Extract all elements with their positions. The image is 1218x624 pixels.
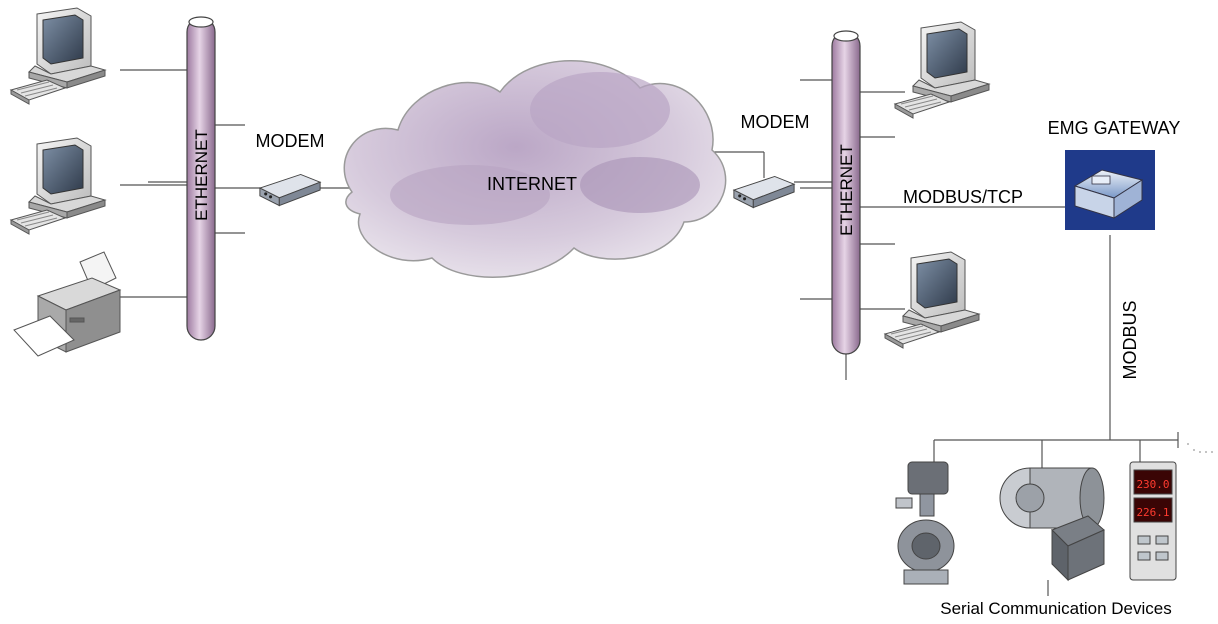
serial-devices-label: Serial Communication Devices <box>940 599 1171 618</box>
computer-icon-right-2 <box>884 251 980 349</box>
modem-right-label: MODEM <box>741 112 810 132</box>
computer-icon-left-1 <box>10 7 106 105</box>
ethernet-left-label: ETHERNET <box>192 129 211 221</box>
connection-lines <box>120 69 1179 596</box>
ethernet-bus-right <box>831 30 861 355</box>
modem-icon-left <box>259 173 321 207</box>
printer-icon <box>13 251 122 357</box>
internet-label: INTERNET <box>487 174 577 194</box>
modem-left-label: MODEM <box>256 131 325 151</box>
ethernet-bus-left <box>186 16 216 341</box>
modbus-tcp-label: MODBUS/TCP <box>903 187 1023 207</box>
modem-icon-right <box>733 175 795 209</box>
computer-icon-left-2 <box>10 137 106 235</box>
meter-icon <box>1129 461 1177 581</box>
modbus-label: MODBUS <box>1120 300 1140 379</box>
emg-gateway-label: EMG GATEWAY <box>1048 118 1181 138</box>
valve-actuator-icon <box>895 461 955 585</box>
ethernet-right-label: ETHERNET <box>837 144 856 236</box>
computer-icon-right-1 <box>894 21 990 119</box>
cloud-icon <box>343 60 727 278</box>
continuation-dots <box>1187 443 1213 453</box>
meter-display-top: 230.0 <box>1136 478 1169 491</box>
motor-icon <box>999 467 1105 582</box>
meter-display-bottom: 226.1 <box>1136 506 1169 519</box>
gateway-icon <box>1065 150 1155 230</box>
